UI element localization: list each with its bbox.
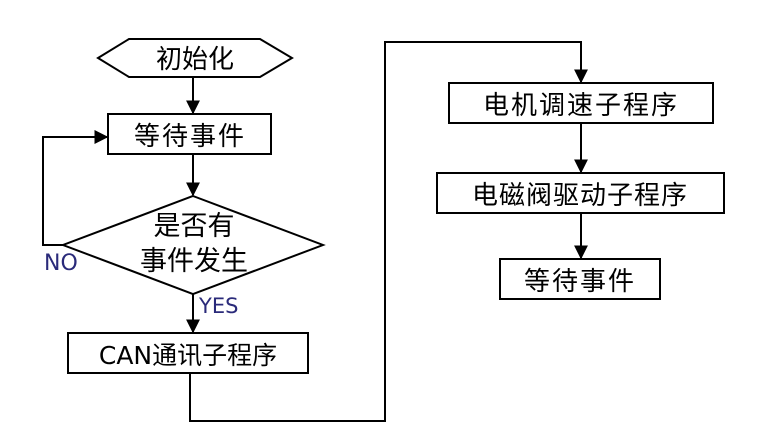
- wait-event-label-2: 等待事件: [524, 267, 636, 297]
- init-node: [96, 38, 294, 78]
- edge-label-yes: YES: [198, 294, 238, 318]
- decision-label-line1: 是否有: [154, 211, 235, 242]
- wait-event-label-1: 等待事件: [134, 122, 246, 152]
- valve-drive-node: [436, 172, 725, 214]
- decision-label-line2: 事件发生: [140, 246, 248, 277]
- wait-event-node-2: [499, 258, 661, 300]
- edge-label-no: NO: [44, 251, 78, 276]
- wait-event-node-1: [107, 113, 272, 155]
- init-label: 初始化: [156, 45, 234, 75]
- edge-decision-no: [42, 130, 109, 246]
- motor-speed-label: 电机调速子程序: [483, 91, 679, 121]
- can-comm-label: CAN通讯子程序: [99, 341, 277, 370]
- edge-can-to-motor: [189, 41, 588, 422]
- valve-drive-label: 电磁阀驱动子程序: [472, 181, 688, 211]
